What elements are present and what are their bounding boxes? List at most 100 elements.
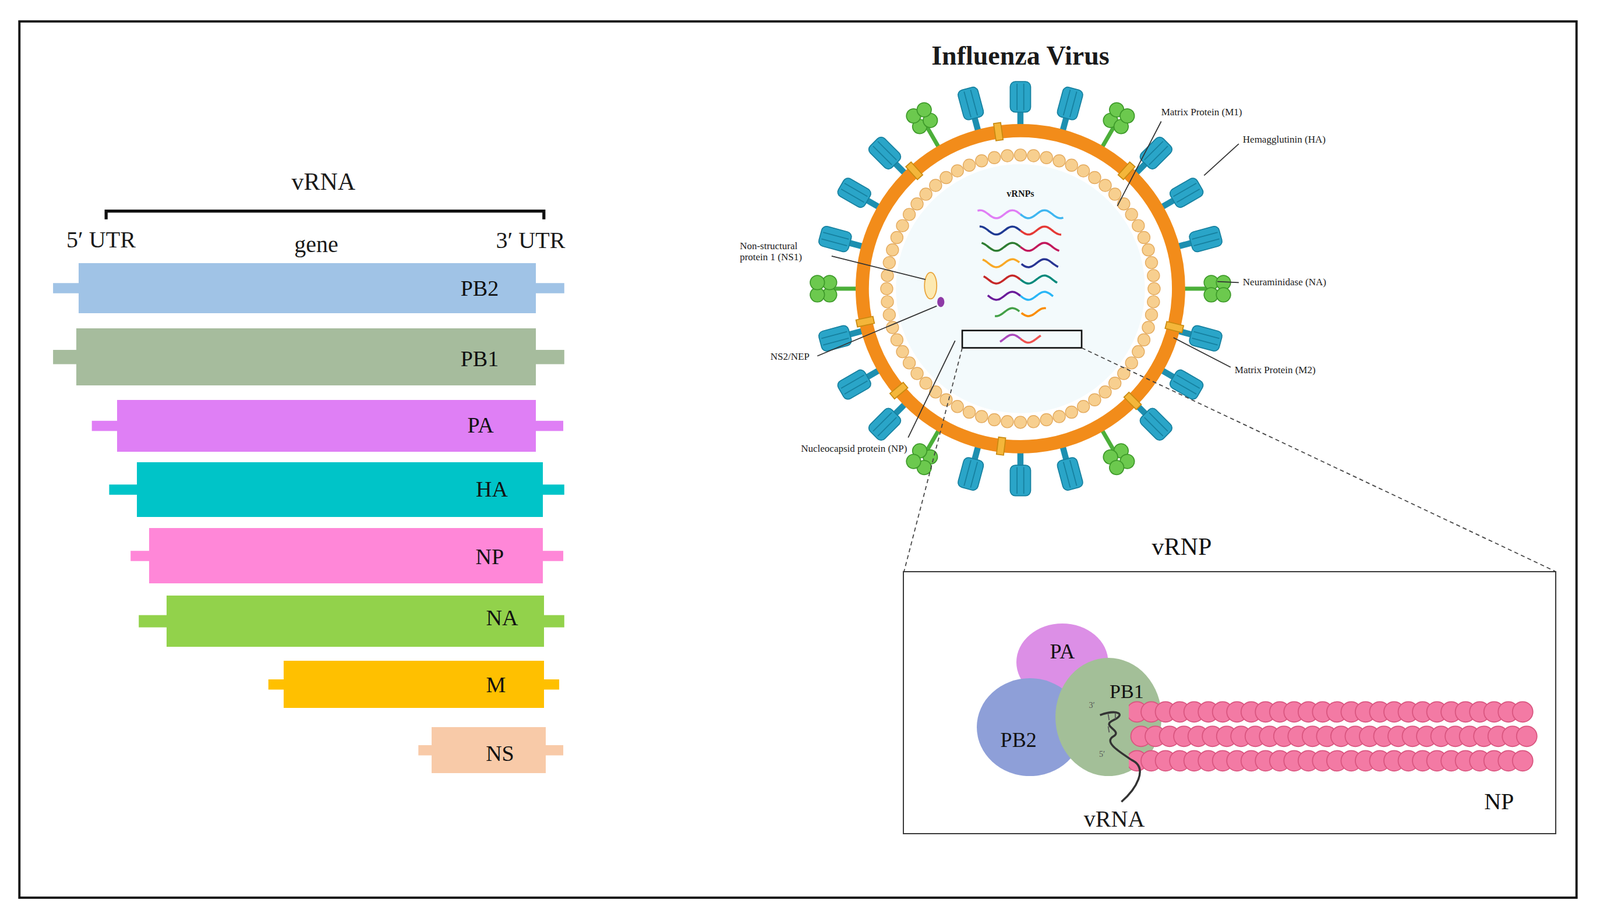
spike-divider [1023,83,1025,111]
spike-head [835,368,873,402]
m1-bead [903,357,916,370]
m1-bead [1132,345,1145,359]
spike-divider [1149,146,1168,165]
spike-divider [1173,380,1197,395]
gene-segment-bar: PB1 [76,328,536,386]
spike-divider [970,462,978,489]
vrnp-strand [1020,210,1064,219]
diagram-label: 5′ UTR [66,226,136,254]
m1-bead [951,164,964,178]
m1-bead [1077,400,1090,413]
spike-divider [841,189,864,203]
diagram-label: vRNA [1083,806,1145,833]
spike-head [1009,465,1031,497]
spike-divider [1194,331,1220,339]
m1-bead [1108,188,1122,201]
m2-body [993,122,1003,141]
base-pair [1114,713,1116,720]
m1-bead [975,154,988,168]
m2-channel [996,437,1006,456]
spike-head [835,176,873,210]
base-pair [1108,714,1110,722]
segment-label: HA [475,477,508,503]
spike-divider [1144,417,1164,437]
spike-head [956,86,985,122]
m2-channel [993,122,1003,141]
m2-channel [905,161,923,180]
spike-head [1055,86,1084,122]
m1-bead [882,256,896,270]
na-subunit [1216,287,1231,303]
m2-body [905,161,923,180]
m2-channel [856,316,875,327]
m1-bead [1117,367,1130,380]
spike-divider [841,375,864,389]
hemagglutinin-spike [1009,81,1031,128]
spike-divider [877,141,897,161]
vrna-bracket [106,211,545,220]
leader-line [831,256,926,280]
spike-divider [873,146,892,165]
m2-channel [1164,321,1184,333]
m1-bead [1077,164,1090,178]
vrnp-strand [1020,275,1058,284]
m1-bead [1137,333,1150,346]
vrnp-strand [981,242,1021,252]
spike-divider [1069,460,1077,487]
vrnp-strand [1020,226,1062,235]
m1-bead [951,400,964,413]
m1-bead [1014,149,1027,162]
segment-label: PA [1050,640,1076,664]
callout-label: Nucleocapsid protein (NP) [800,443,907,455]
frame-border [19,21,1577,899]
m1-bead [1065,405,1078,419]
spike-head [1138,406,1175,443]
callout-label: 5′ [1099,750,1105,760]
m1-bead [988,151,1001,164]
spike-divider [1023,467,1025,495]
m2-body [889,382,909,400]
callout-label: Matrix Protein (M2) [1234,364,1316,377]
na-subunit [1106,457,1127,478]
spike-divider [873,412,892,432]
spike-head [817,225,853,253]
spike-divider [1192,338,1218,346]
base-pair [1108,726,1110,734]
m1-bead [919,377,932,390]
na-subunit [810,275,825,291]
subunit-ellipse [1055,658,1162,777]
m1-bead [903,208,916,221]
spike-head [866,135,903,172]
vrna-strand [1100,712,1140,803]
m1-bead [1065,159,1078,172]
spike-divider [1194,238,1220,246]
vrnp-strand [983,275,1021,284]
vrnp-strand [1020,242,1060,252]
lipid-envelope [862,130,1179,447]
m1-bead [963,159,976,172]
leader-lines [817,121,1239,439]
gene-segment-bar: HA [136,462,543,518]
spike-divider [877,417,897,437]
vrnp-strand [982,259,1020,268]
callout-label: NS2/NEP [770,351,810,363]
np-bead [1516,726,1538,748]
spike-divider [1063,89,1071,116]
virion-interior [869,138,1172,441]
vrnp-strand [1000,334,1021,342]
na-subunit [914,100,935,120]
zoom-line [1081,348,1556,572]
neuraminidase-spike [810,275,860,303]
spike-divider [963,91,971,118]
virion-illustration [810,81,1231,496]
spike-head [956,456,985,492]
m1-bead [1145,256,1158,270]
zoom-lines [903,348,1556,572]
leader-line [908,340,956,438]
virion-core [895,164,1145,414]
spike-divider [1144,141,1164,161]
np-chain: NP [1128,698,1543,775]
panel-heading: vRNP [1152,532,1213,561]
m1-bead [910,198,924,211]
callout-label: Non-structural protein 1 (NS1) [739,240,828,264]
